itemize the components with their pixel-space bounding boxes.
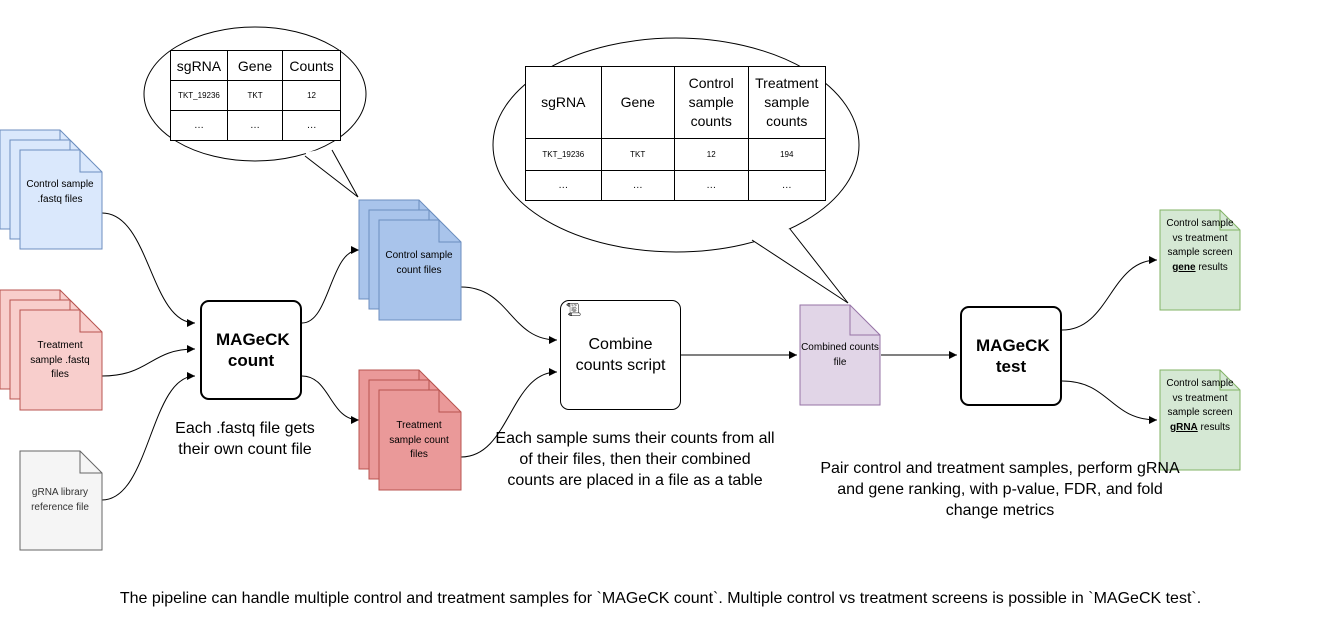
mageck-count-title: MAGeCK count	[216, 330, 290, 370]
library-file	[19, 450, 103, 551]
combined-counts-file	[799, 304, 881, 406]
table-header-cell: Gene	[226, 50, 284, 81]
treatment-fastq-files	[0, 289, 103, 411]
table-header-cell: Gene	[600, 66, 675, 139]
table-cell: …	[747, 170, 827, 201]
test-caption: Pair control and treatment samples, perf…	[820, 460, 1180, 519]
library-label: gRNA library reference file	[31, 487, 89, 513]
table-row: sgRNA Gene Control sample counts Treatme…	[525, 66, 827, 139]
table-cell: …	[282, 110, 341, 141]
control-count-files	[358, 199, 462, 321]
treatment-count-files	[358, 369, 462, 491]
combine-script-title: Combine counts script	[575, 336, 666, 374]
treatment-count-label: Treatment sample count files	[389, 420, 449, 460]
table-cell: 12	[282, 80, 341, 111]
count-table: sgRNA Gene Counts TKT_19236 TKT 12 … … …	[170, 50, 341, 141]
table-cell: TKT_19236	[170, 80, 228, 111]
grna-results-file	[1159, 369, 1241, 471]
script-icon: 📜︎	[565, 302, 582, 317]
gene-results-label: Control sample vs treatment sample scree…	[1166, 218, 1234, 273]
table-row: … … …	[170, 110, 341, 141]
mageck-test-box: MAGeCK test	[960, 306, 1062, 406]
combine-caption: Each sample sums their counts from all o…	[495, 430, 775, 489]
control-fastq-files	[0, 129, 103, 250]
table-row: … … … …	[525, 170, 827, 201]
combined-file-label: Combined counts file	[801, 342, 879, 368]
table-row: sgRNA Gene Counts	[170, 50, 341, 81]
table-cell: TKT	[226, 80, 284, 111]
mageck-count-box: MAGeCK count	[200, 300, 302, 400]
table-cell: 12	[673, 138, 749, 171]
grna-results-label: Control sample vs treatment sample scree…	[1166, 378, 1234, 433]
count-caption: Each .fastq file gets their own count fi…	[175, 420, 315, 458]
gene-results-file	[1159, 209, 1241, 311]
treatment-fastq-label: Treatment sample .fastq files	[30, 340, 90, 380]
table-row: TKT_19236 TKT 12 194	[525, 138, 827, 171]
table-cell: …	[170, 110, 228, 141]
combined-table: sgRNA Gene Control sample counts Treatme…	[525, 66, 827, 201]
footer-note: The pipeline can handle multiple control…	[119, 590, 1202, 607]
connectors	[101, 212, 1158, 501]
table-header-cell: Treatment sample counts	[747, 66, 827, 139]
table-cell: TKT	[600, 138, 675, 171]
table-header-cell: Counts	[282, 50, 341, 81]
table-cell: …	[525, 170, 602, 201]
table-cell: TKT_19236	[525, 138, 602, 171]
table-cell: …	[226, 110, 284, 141]
table-cell: …	[600, 170, 675, 201]
table-cell: …	[673, 170, 749, 201]
table-header-cell: Control sample counts	[673, 66, 749, 139]
table-row: TKT_19236 TKT 12	[170, 80, 341, 111]
table-cell: 194	[747, 138, 827, 171]
control-fastq-label: Control sample .fastq files	[26, 179, 94, 205]
control-count-label: Control sample count files	[385, 250, 453, 276]
combine-script-box: 📜︎ Combine counts script	[560, 300, 681, 410]
mageck-test-title: MAGeCK test	[976, 336, 1050, 376]
table-header-cell: sgRNA	[170, 50, 228, 81]
table-header-cell: sgRNA	[525, 66, 602, 139]
